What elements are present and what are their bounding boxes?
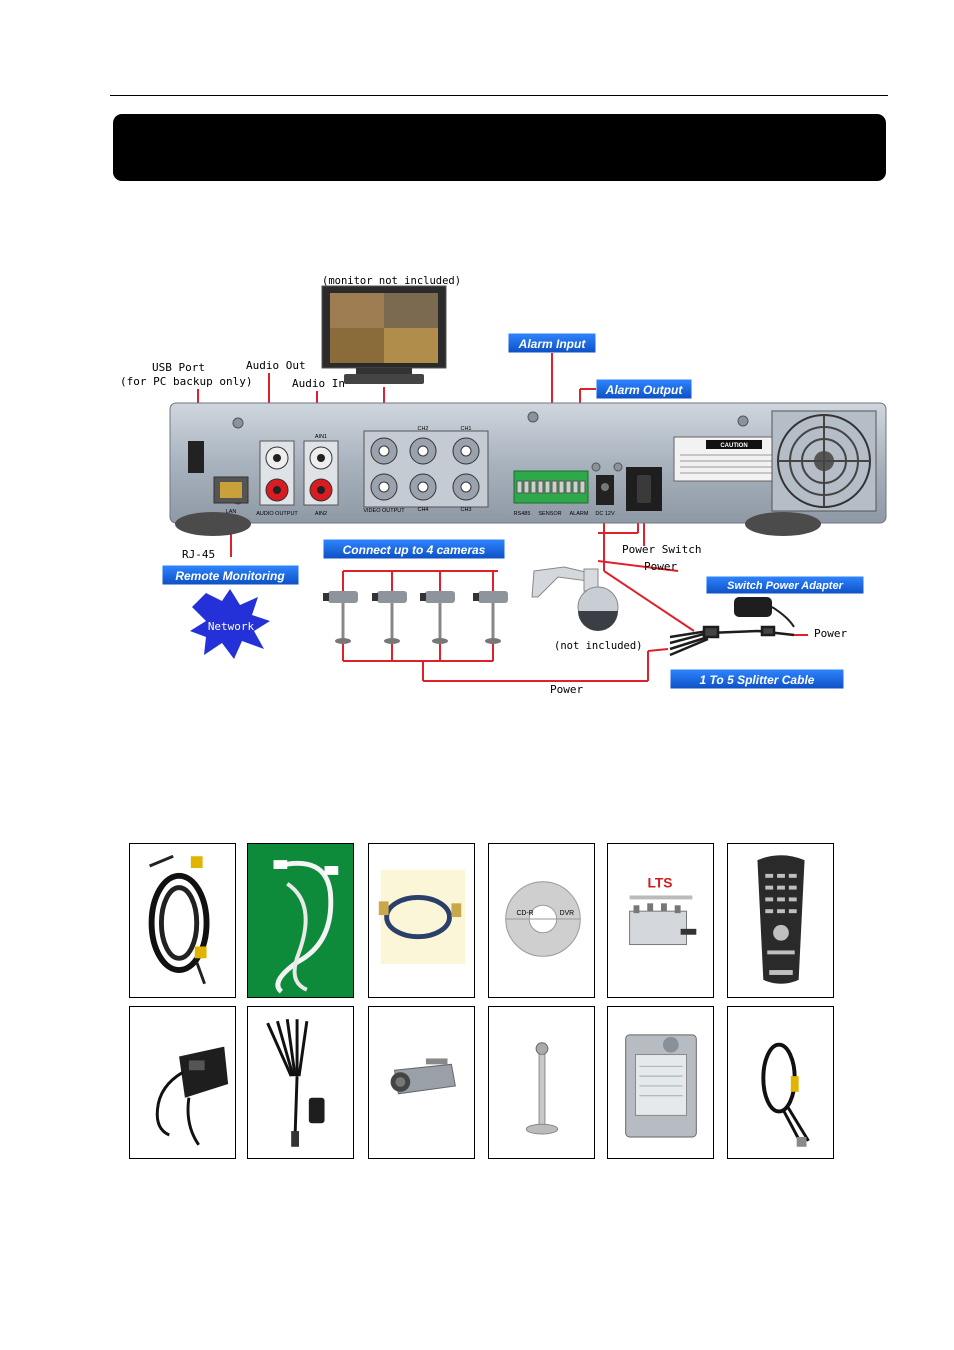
accessory-network-cable-blue bbox=[368, 843, 475, 998]
accessory-splitter-cable bbox=[247, 1006, 354, 1159]
camera-3 bbox=[420, 591, 455, 644]
power-adapter bbox=[734, 597, 795, 628]
svg-text:ALARM: ALARM bbox=[570, 511, 589, 517]
splitter-cable-image bbox=[266, 1019, 325, 1147]
cd-label-right: DVR bbox=[560, 910, 575, 917]
header-rule bbox=[110, 95, 888, 96]
splitter-cable-graphic bbox=[669, 625, 795, 657]
accessory-quick-guide: LTS bbox=[607, 843, 714, 998]
quick-guide-image: LTS bbox=[629, 876, 697, 946]
remote-control-image bbox=[757, 855, 805, 984]
accessory-software-cd: CD-R DVR bbox=[488, 843, 595, 998]
svg-text:RS485: RS485 bbox=[514, 511, 531, 517]
video-cable-image bbox=[761, 1042, 810, 1147]
dvr-rear-panel: LAN AUDIO OUTPUT AIN1 AIN2 VIDEO OUTPUT … bbox=[169, 402, 887, 536]
camera-group bbox=[323, 591, 508, 644]
connect-cameras-label: Connect up to 4 cameras bbox=[343, 543, 486, 557]
switch-adapter-label: Switch Power Adapter bbox=[727, 580, 843, 592]
audio-out-label: Audio Out bbox=[246, 359, 306, 372]
rj45-label: RJ-45 bbox=[182, 548, 215, 561]
svg-text:CH2: CH2 bbox=[417, 426, 428, 432]
splitter-cable-label: 1 To 5 Splitter Cable bbox=[700, 673, 815, 687]
usb-port-sublabel: (for PC backup only) bbox=[120, 375, 252, 388]
accessory-bullet-camera bbox=[368, 1006, 475, 1159]
power-adapter-image bbox=[155, 1046, 229, 1146]
lts-logo: LTS bbox=[648, 876, 673, 891]
power-label-1: Power bbox=[644, 560, 677, 573]
svg-text:AIN1: AIN1 bbox=[315, 434, 327, 440]
network-cable-white-image bbox=[273, 860, 339, 994]
svg-text:CH1: CH1 bbox=[460, 426, 471, 432]
bullet-camera-image bbox=[390, 1058, 456, 1095]
power-switch-label: Power Switch bbox=[622, 543, 701, 556]
camera-2 bbox=[372, 591, 407, 644]
camera-4 bbox=[473, 591, 508, 644]
connect-cameras-badge bbox=[322, 538, 506, 560]
power-label-2: Power bbox=[814, 627, 847, 640]
monitor bbox=[321, 285, 447, 384]
hard-drive-image bbox=[625, 1034, 697, 1138]
audio-in-label: Audio In bbox=[292, 377, 345, 390]
accessory-hard-drive bbox=[607, 1006, 714, 1159]
usb-port-label: USB Port bbox=[152, 361, 205, 374]
accessory-remote-control bbox=[727, 843, 834, 998]
section-title-banner bbox=[113, 114, 886, 181]
svg-text:LAN: LAN bbox=[226, 509, 237, 515]
network-label: Network bbox=[208, 620, 255, 633]
svg-text:SENSOR: SENSOR bbox=[538, 511, 561, 517]
ptz-camera-label: (not included) bbox=[554, 640, 643, 652]
network-cable-blue-image bbox=[378, 869, 466, 965]
remote-monitoring-label: Remote Monitoring bbox=[175, 569, 285, 583]
camera-stand-image bbox=[525, 1042, 559, 1135]
svg-text:CAUTION: CAUTION bbox=[720, 443, 747, 449]
alarm-output-label: Alarm Output bbox=[605, 383, 684, 397]
power-label-3: Power bbox=[550, 683, 583, 696]
accessory-network-cable-white bbox=[247, 843, 354, 998]
svg-text:VIDEO OUTPUT: VIDEO OUTPUT bbox=[363, 508, 405, 514]
switch-adapter-badge bbox=[705, 575, 865, 595]
alarm-input-label: Alarm Input bbox=[518, 337, 587, 351]
usb-port bbox=[188, 441, 204, 473]
accessory-video-power-cable bbox=[129, 843, 236, 998]
cd-label-left: CD-R bbox=[516, 910, 533, 917]
svg-text:DC 12V: DC 12V bbox=[595, 511, 615, 517]
ptz-camera bbox=[531, 566, 619, 631]
svg-text:CH3: CH3 bbox=[460, 507, 471, 513]
connection-diagram: (monitor not included) USB Port (for PC … bbox=[120, 275, 887, 696]
accessory-power-adapter bbox=[129, 1006, 236, 1159]
camera-1 bbox=[323, 591, 358, 644]
accessory-camera-stand bbox=[488, 1006, 595, 1159]
svg-text:AIN2: AIN2 bbox=[315, 511, 327, 517]
video-power-cable-image bbox=[148, 854, 210, 985]
svg-text:CH4: CH4 bbox=[417, 507, 428, 513]
svg-text:AUDIO OUTPUT: AUDIO OUTPUT bbox=[256, 511, 298, 517]
accessory-video-cable bbox=[727, 1006, 834, 1159]
remote-monitoring-badge bbox=[161, 564, 300, 586]
network-cloud bbox=[190, 589, 270, 659]
monitor-label: (monitor not included) bbox=[322, 275, 461, 287]
software-cd-image: CD-R DVR bbox=[505, 881, 581, 957]
splitter-cable-badge bbox=[669, 668, 845, 690]
